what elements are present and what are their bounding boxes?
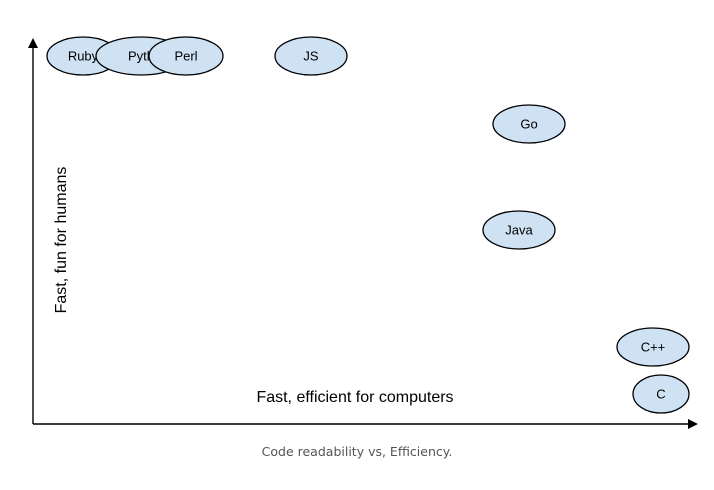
figure-caption: Code readability vs, Efficiency. [261, 444, 453, 459]
node-c: C [632, 374, 690, 414]
x-axis-label: Fast, efficient for computers [256, 389, 453, 406]
node-ellipse [148, 36, 224, 76]
y-axis-label: Fast, fun for humans [53, 167, 70, 314]
node-ellipse [274, 36, 348, 76]
node-label: C++ [641, 340, 666, 355]
node-cpp: C++ [616, 327, 690, 367]
node-label: Perl [174, 49, 197, 64]
node-ellipse [482, 210, 556, 250]
node-ellipse [492, 104, 566, 144]
node-java: Java [482, 210, 556, 250]
node-js: JS [274, 36, 348, 76]
node-ellipse [632, 374, 690, 414]
node-ellipse [616, 327, 690, 367]
node-perl: Perl [148, 36, 224, 76]
node-label: JS [303, 49, 319, 64]
node-label: Pyth [128, 49, 154, 64]
node-label: C [656, 387, 665, 402]
readability-efficiency-diagram: Fast, fun for humans Fast, efficient for… [28, 36, 698, 429]
node-label: Ruby [68, 49, 99, 64]
node-go: Go [492, 104, 566, 144]
node-label: Java [505, 223, 533, 238]
node-label: Go [520, 117, 537, 132]
